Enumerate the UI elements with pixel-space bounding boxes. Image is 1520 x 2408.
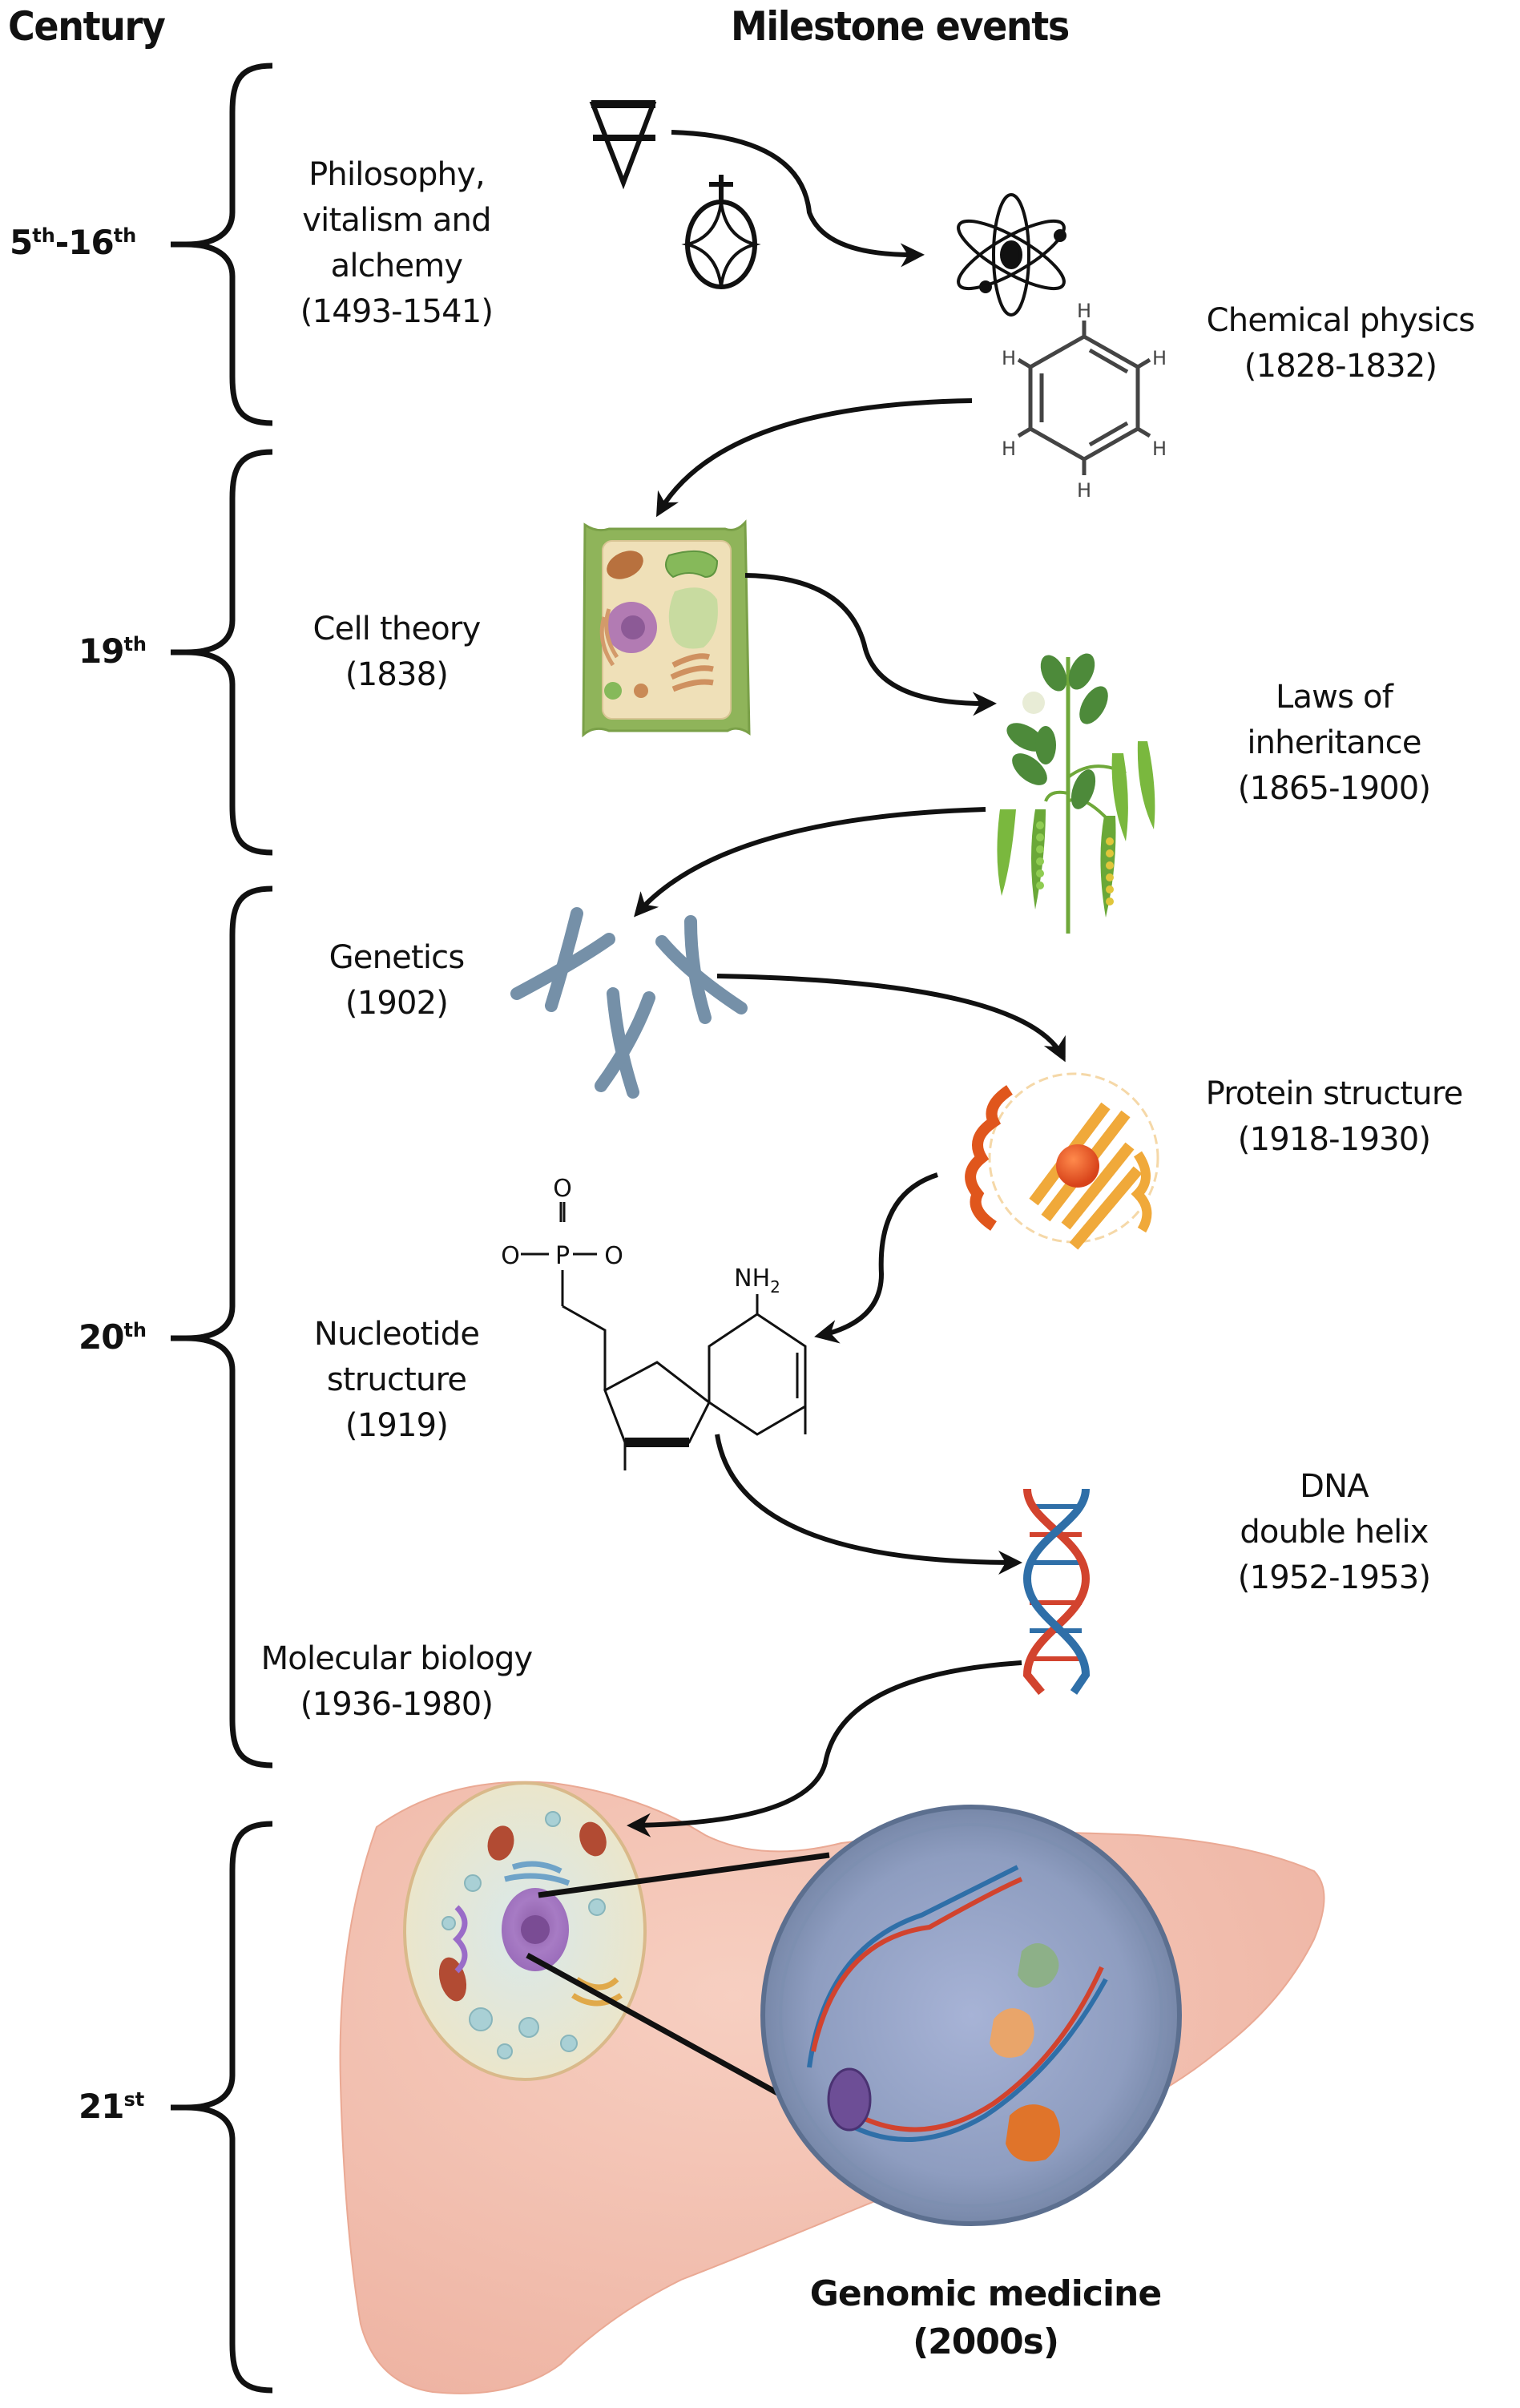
arrow-nucleotide-to-dna	[715, 1434, 1022, 1575]
protein-ribbon-icon	[965, 1072, 1159, 1250]
arrow-inheritance-to-genetics	[634, 807, 986, 918]
century-label-5th-16th: 5th-16th	[10, 223, 137, 262]
arrow-dna-to-genomic-medicine	[627, 1660, 1022, 1837]
event-label-genetics: Genetics (1902)	[329, 939, 466, 1022]
event-label-chemical-physics: Chemical physics (1828-1832)	[1206, 302, 1476, 385]
alchemy-symbols-icon	[589, 100, 761, 289]
century-brace-19th	[171, 449, 273, 856]
amine-label: NH2	[734, 1265, 780, 1297]
h-label: H	[1002, 347, 1016, 369]
benzene-molecule-icon	[1017, 321, 1151, 475]
event-label-nucleotide-structure: Nucleotide structure (1919)	[313, 1316, 480, 1444]
nucleotide-atom-labels: O O P O NH2	[501, 1175, 780, 1297]
h-label: H	[1002, 438, 1016, 460]
h-label: H	[1077, 300, 1091, 322]
liver-cell-nucleus-icon	[339, 1781, 1325, 2394]
h-label: H	[1152, 438, 1167, 460]
century-label-21st: 21st	[79, 2087, 145, 2126]
century-brace-20th	[171, 885, 273, 1769]
century-label-19th: 19th	[79, 631, 147, 671]
century-label-20th: 20th	[79, 1317, 147, 1357]
benzene-hydrogen-labels: H H H H H H	[1002, 300, 1167, 502]
event-label-genomic-medicine: Genomic medicine (2000s)	[809, 2273, 1162, 2362]
event-label-laws-of-inheritance: Laws of inheritance (1865-1900)	[1237, 679, 1431, 807]
pea-plant-icon	[997, 653, 1155, 934]
arrow-protein-to-nucleotide	[814, 1172, 938, 1344]
century-brace-21st	[171, 1821, 273, 2394]
timeline-arrows	[627, 130, 1066, 1837]
plant-cell-icon	[582, 519, 751, 738]
event-label-molecular-biology: Molecular biology (1936-1980)	[260, 1640, 534, 1723]
arrow-cell-theory-to-inheritance	[744, 573, 997, 716]
oxygen-label: O	[553, 1175, 572, 1203]
century-column-header: Century	[8, 3, 166, 50]
event-label-protein-structure: Protein structure (1918-1930)	[1205, 1075, 1464, 1158]
oxygen-label: O	[501, 1242, 520, 1270]
h-label: H	[1077, 479, 1091, 502]
century-brace-5th-16th	[171, 63, 273, 426]
arrow-alchemy-to-chemical-physics	[671, 130, 925, 268]
phosphorus-label: P	[555, 1242, 570, 1270]
event-label-philosophy: Philosophy, vitalism and alchemy (1493-1…	[300, 156, 494, 330]
arrow-chemical-physics-to-cell-theory	[655, 398, 973, 518]
event-label-cell-theory: Cell theory (1838)	[312, 611, 482, 693]
arrow-genetics-to-protein	[716, 974, 1066, 1063]
event-label-dna-double-helix: DNA double helix (1952-1953)	[1237, 1468, 1431, 1596]
nucleotide-formula-icon	[521, 1202, 807, 1470]
oxygen-label: O	[604, 1242, 623, 1270]
chromosomes-icon	[510, 907, 748, 1099]
dna-helix-icon	[1022, 1488, 1091, 1696]
milestones-column-header: Milestone events	[731, 3, 1070, 50]
h-label: H	[1152, 347, 1167, 369]
atom-icon	[957, 193, 1066, 317]
